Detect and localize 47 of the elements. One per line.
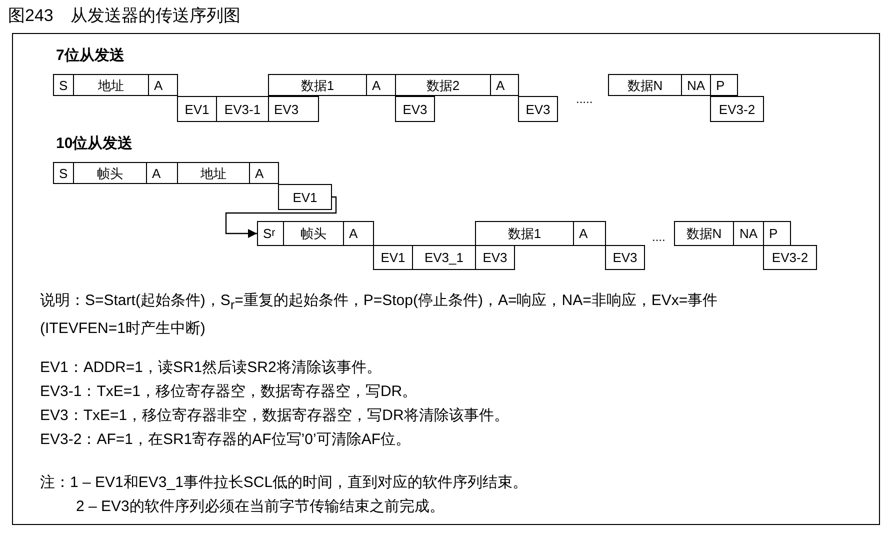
sequence-field: 帧头 xyxy=(283,221,344,246)
section-heading: 7位从发送 xyxy=(56,46,124,65)
sequence-field: 帧头 xyxy=(73,162,147,184)
sequence-field: EV3 xyxy=(475,245,515,270)
sequence-field: 数据N xyxy=(608,74,682,96)
sequence-field: 数据1 xyxy=(475,221,574,246)
sequence-field: 数据N xyxy=(674,221,734,246)
sequence-field: A xyxy=(366,74,396,96)
note-text: 2 – EV3的软件序列必须在当前字节传输结束之前完成。 xyxy=(76,497,444,516)
legend-note: 说明：S=Start(起始条件)，S$_{r}$=重复的起始条件，P=Stop(停止条件)，A=响应，NA=非响应，EVx=事件(ITEVFEN=1时产生中断) xyxy=(40,291,719,339)
sequence-field: A xyxy=(249,162,279,184)
sequence-field: EV3-2 xyxy=(710,96,764,122)
sequence-field: EV3 xyxy=(395,96,435,122)
section-heading: 10位从发送 xyxy=(56,134,133,153)
sequence-field: S xyxy=(53,162,74,184)
sequence-field: A xyxy=(148,74,178,96)
note-text: EV1：ADDR=1，读SR1然后读SR2将清除该事件。 xyxy=(40,358,382,377)
sequence-field: 地址 xyxy=(73,74,149,96)
sequence-field: EV3 xyxy=(268,96,319,122)
sequence-field: EV1 xyxy=(177,96,217,122)
arrow xyxy=(225,196,337,238)
sequence-field: A xyxy=(490,74,519,96)
sequence-field: EV3-2 xyxy=(763,245,817,270)
note-text: EV3-1：TxE=1，移位寄存器空，数据寄存器空，写DR。 xyxy=(40,382,418,401)
sequence-field: EV1 xyxy=(373,245,413,270)
sequence-field: NA xyxy=(733,221,764,246)
sequence-field: 地址 xyxy=(177,162,250,184)
note-text: EV3-2：AF=1，在SR1寄存器的AF位写’0’可清除AF位。 xyxy=(40,430,410,449)
sequence-field: EV3-1 xyxy=(216,96,269,122)
sequence-field: 数据2 xyxy=(395,74,491,96)
note-text: EV3：TxE=1，移位寄存器非空，数据寄存器空，写DR将清除该事件。 xyxy=(40,406,509,425)
sequence-field: A xyxy=(573,221,606,246)
figure-title: 图243 从发送器的传送序列图 xyxy=(8,5,240,27)
sequence-field: P xyxy=(710,74,738,96)
sequence-field: EV1 xyxy=(278,184,332,210)
sequence-field: EV3 xyxy=(518,96,558,122)
sequence-field: P xyxy=(763,221,791,246)
note-text: 注：1 – EV1和EV3_1事件拉长SCL低的时间，直到对应的软件序列结束。 xyxy=(40,473,528,492)
sequence-field: A xyxy=(146,162,178,184)
ellipsis: ..... xyxy=(576,92,593,106)
sequence-field: NA xyxy=(681,74,711,96)
ellipsis: .... xyxy=(652,230,666,244)
sequence-field: A xyxy=(343,221,374,246)
sequence-field: EV3 xyxy=(605,245,645,270)
sequence-field: 数据1 xyxy=(268,74,367,96)
sequence-field: S xyxy=(53,74,74,96)
sequence-field: EV3_1 xyxy=(412,245,476,270)
